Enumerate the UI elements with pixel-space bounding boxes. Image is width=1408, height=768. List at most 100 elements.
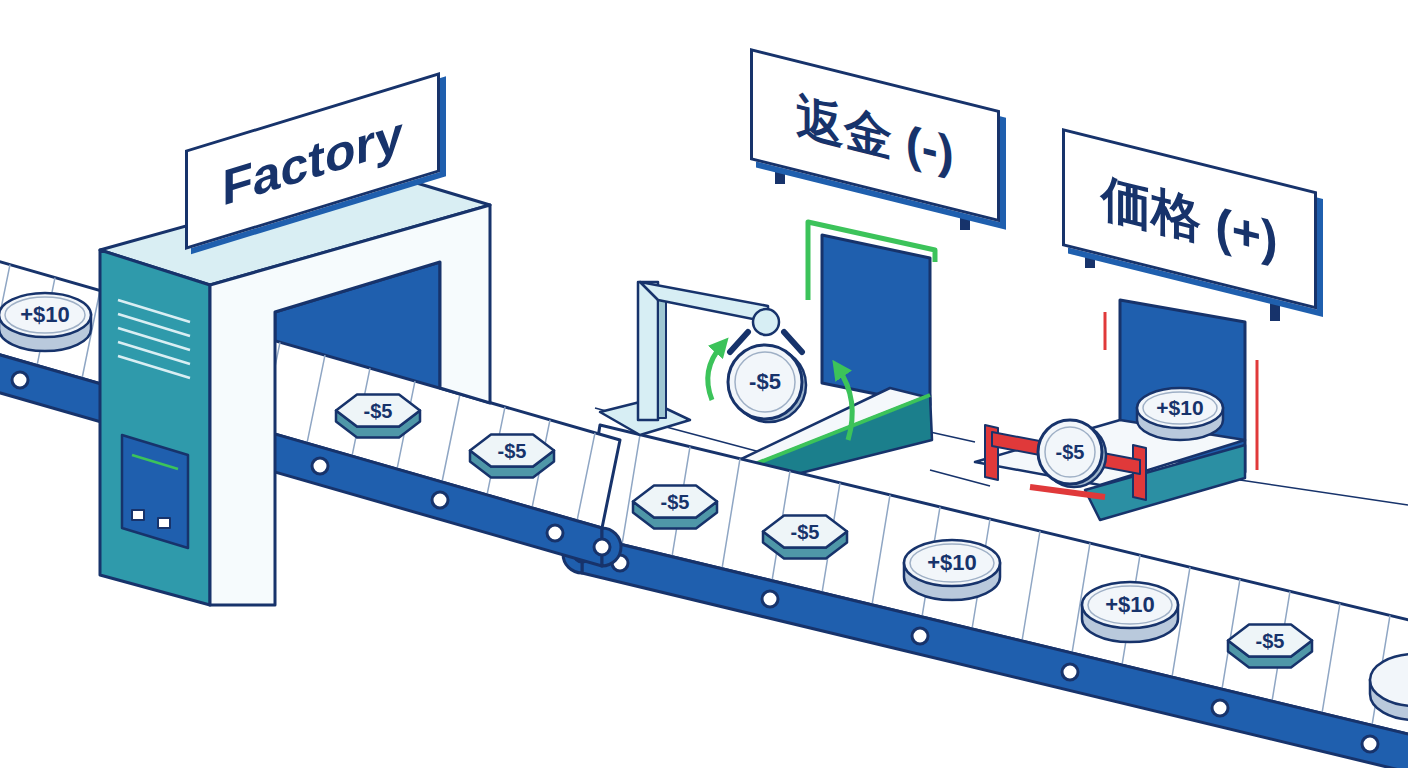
coin-value: +$10 bbox=[20, 303, 70, 327]
text-holder: -$5 bbox=[468, 430, 556, 471]
coin-upright: -$5 bbox=[724, 340, 806, 424]
token-face bbox=[470, 434, 554, 466]
roller bbox=[1212, 700, 1228, 716]
hex-token: -$5 bbox=[468, 430, 556, 482]
roller bbox=[312, 458, 328, 474]
belt-side bbox=[582, 535, 1408, 768]
green-arrow bbox=[838, 368, 852, 440]
red-mark bbox=[1104, 312, 1107, 350]
coin-face bbox=[728, 345, 802, 419]
roller bbox=[547, 525, 563, 541]
refund-chute bbox=[735, 222, 935, 482]
belt-side bbox=[0, 344, 602, 566]
green-arrow bbox=[708, 345, 722, 400]
text-holder: +$10 bbox=[1135, 386, 1225, 430]
arm-post-side bbox=[658, 290, 666, 418]
factory-vents bbox=[118, 300, 190, 378]
token-face bbox=[633, 485, 717, 517]
coin-ring bbox=[1143, 392, 1217, 424]
control-panel bbox=[122, 435, 188, 548]
hex-token: -$5 bbox=[631, 481, 719, 533]
coin-face bbox=[0, 293, 91, 337]
factory-front bbox=[100, 205, 490, 605]
chute-door bbox=[822, 235, 930, 405]
panel-button bbox=[132, 510, 144, 520]
coin-value: -$5 bbox=[661, 491, 690, 513]
sign-label: 返金 (-) bbox=[796, 89, 953, 181]
sign-post bbox=[1270, 303, 1280, 321]
sign-board: 価格 (+) bbox=[1062, 128, 1317, 310]
token-face bbox=[763, 515, 847, 547]
robot-arm bbox=[600, 282, 802, 435]
factory-frame bbox=[210, 205, 490, 605]
coin-face bbox=[904, 540, 1000, 586]
arm-beam bbox=[640, 282, 768, 322]
roller bbox=[594, 539, 610, 555]
roller bbox=[762, 591, 778, 607]
edge-coin bbox=[1370, 654, 1408, 720]
hex-token: -$5 bbox=[334, 390, 422, 442]
coin-face bbox=[1038, 420, 1102, 484]
coin-value: -$5 bbox=[1256, 630, 1285, 652]
green-frame bbox=[808, 222, 935, 300]
panel-light bbox=[132, 455, 178, 469]
coin-value: -$5 bbox=[791, 521, 820, 543]
roller bbox=[12, 372, 28, 388]
text-holder: +$10 bbox=[0, 291, 93, 339]
coin-face bbox=[1082, 582, 1178, 628]
panel-button bbox=[158, 518, 170, 528]
coin-value: +$10 bbox=[927, 551, 977, 575]
coin-upright: -$5 bbox=[1034, 415, 1106, 489]
text-holder: -$5 bbox=[1034, 415, 1106, 489]
coin-face bbox=[1370, 654, 1408, 706]
sign-label: Factory bbox=[222, 106, 403, 216]
arm-post bbox=[638, 282, 658, 420]
sign-post bbox=[775, 166, 785, 184]
text-holder: -$5 bbox=[724, 340, 806, 424]
sign-label: 価格 (+) bbox=[1101, 169, 1277, 268]
coin-ring bbox=[1045, 427, 1095, 477]
arm-joint bbox=[753, 309, 779, 335]
token-face bbox=[336, 394, 420, 426]
text-holder: -$5 bbox=[761, 511, 849, 552]
coin-ring bbox=[5, 297, 85, 333]
text-holder: -$5 bbox=[631, 481, 719, 522]
hex-token: -$5 bbox=[1226, 620, 1314, 672]
sign-board: 返金 (-) bbox=[750, 48, 1000, 222]
text-holder: +$10 bbox=[902, 538, 1002, 588]
roller bbox=[1362, 736, 1378, 752]
roller bbox=[912, 628, 928, 644]
rotation-arrows bbox=[708, 345, 852, 440]
price-chute bbox=[975, 300, 1257, 520]
coin-disc: +$10 bbox=[902, 538, 1002, 602]
main-belt bbox=[563, 425, 1408, 768]
coin-face bbox=[1137, 388, 1223, 428]
gate-base bbox=[1030, 487, 1105, 497]
sign-board: Factory bbox=[185, 72, 440, 250]
coin-ring bbox=[735, 352, 795, 412]
coin-value: +$10 bbox=[1105, 593, 1155, 617]
coin-value: -$5 bbox=[498, 440, 527, 462]
coin-disc: +$10 bbox=[1080, 580, 1180, 644]
hex-token: -$5 bbox=[761, 511, 849, 563]
coin-value: -$5 bbox=[364, 400, 393, 422]
text-holder: -$5 bbox=[334, 390, 422, 431]
text-holder: +$10 bbox=[1080, 580, 1180, 630]
token-face bbox=[1228, 624, 1312, 656]
coin-ring bbox=[1088, 586, 1172, 624]
coin-value: +$10 bbox=[1156, 396, 1203, 419]
coin-disc: +$10 bbox=[1135, 386, 1225, 442]
coin-value: -$5 bbox=[1056, 441, 1085, 463]
coin-ring bbox=[910, 544, 994, 582]
red-mark bbox=[1256, 360, 1259, 470]
roller bbox=[1062, 664, 1078, 680]
coin-disc: +$10 bbox=[0, 291, 93, 353]
text-holder: -$5 bbox=[1226, 620, 1314, 661]
factory-side bbox=[100, 250, 210, 605]
coin-value: -$5 bbox=[749, 370, 781, 394]
roller bbox=[432, 492, 448, 508]
